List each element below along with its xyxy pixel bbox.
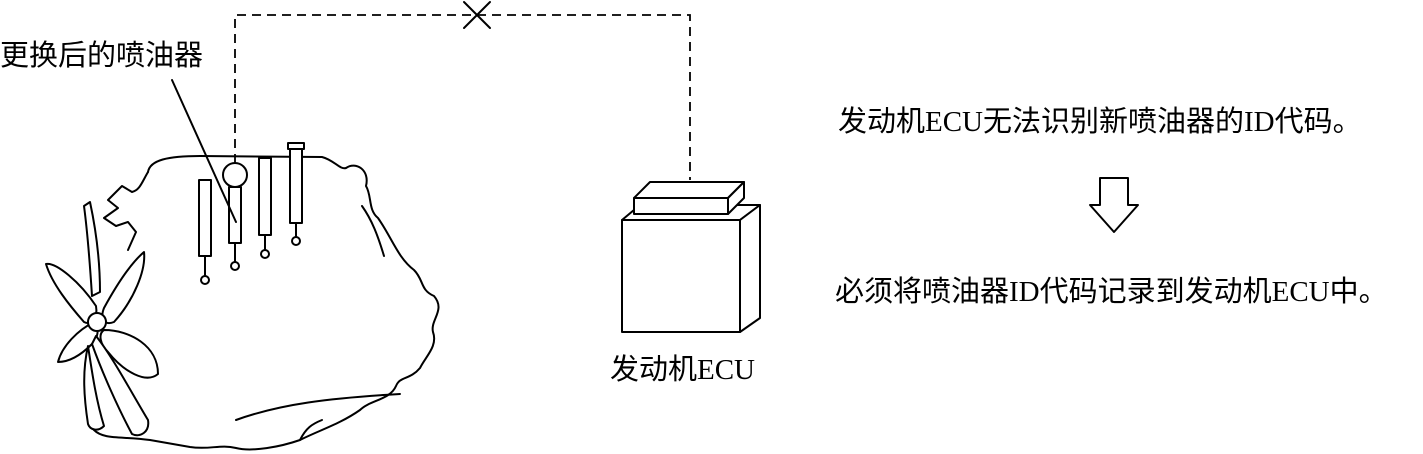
fan-blade-bottom	[91, 335, 150, 437]
cooling-fan	[45, 201, 159, 437]
required-action: 必须将喷油器ID代码记录到发动机ECU中。	[835, 276, 1388, 308]
ecu-body-front	[621, 219, 741, 333]
injector-1	[198, 179, 212, 285]
down-arrow-icon	[1089, 177, 1139, 233]
fan-blade-left	[45, 262, 98, 324]
ecu-connector	[633, 181, 745, 215]
engine-bracket	[103, 171, 149, 251]
injector-4	[287, 142, 305, 246]
engine	[93, 155, 440, 451]
fan-blade-lower-right	[99, 329, 159, 379]
replaced-injector-marker	[222, 162, 248, 188]
ecu-unit	[621, 181, 761, 333]
fan-hub	[87, 312, 107, 332]
fan-blade-right	[101, 251, 146, 324]
problem-statement: 发动机ECU无法识别新喷油器的ID代码。	[838, 106, 1362, 138]
fan-blade-top	[83, 201, 101, 297]
engine-inner-edge	[361, 205, 385, 257]
injector-2-replaced	[228, 186, 242, 271]
ecu-body-side	[739, 204, 761, 333]
fan-blade-bottom-left	[83, 345, 105, 431]
engine-outline	[93, 155, 440, 451]
ecu-label: 发动机ECU	[610, 354, 756, 386]
engine-lower-curve	[299, 419, 323, 441]
injectors	[198, 142, 305, 285]
signal-line-dashed	[234, 14, 691, 180]
label-leader-line	[171, 79, 237, 223]
replaced-injector-label: 更换后的喷油器	[0, 40, 204, 72]
engine-bottom-edge	[235, 393, 401, 421]
broken-link-x-mark	[463, 1, 491, 29]
fan-blade-lower-left	[57, 321, 99, 363]
injector-3	[258, 157, 272, 259]
